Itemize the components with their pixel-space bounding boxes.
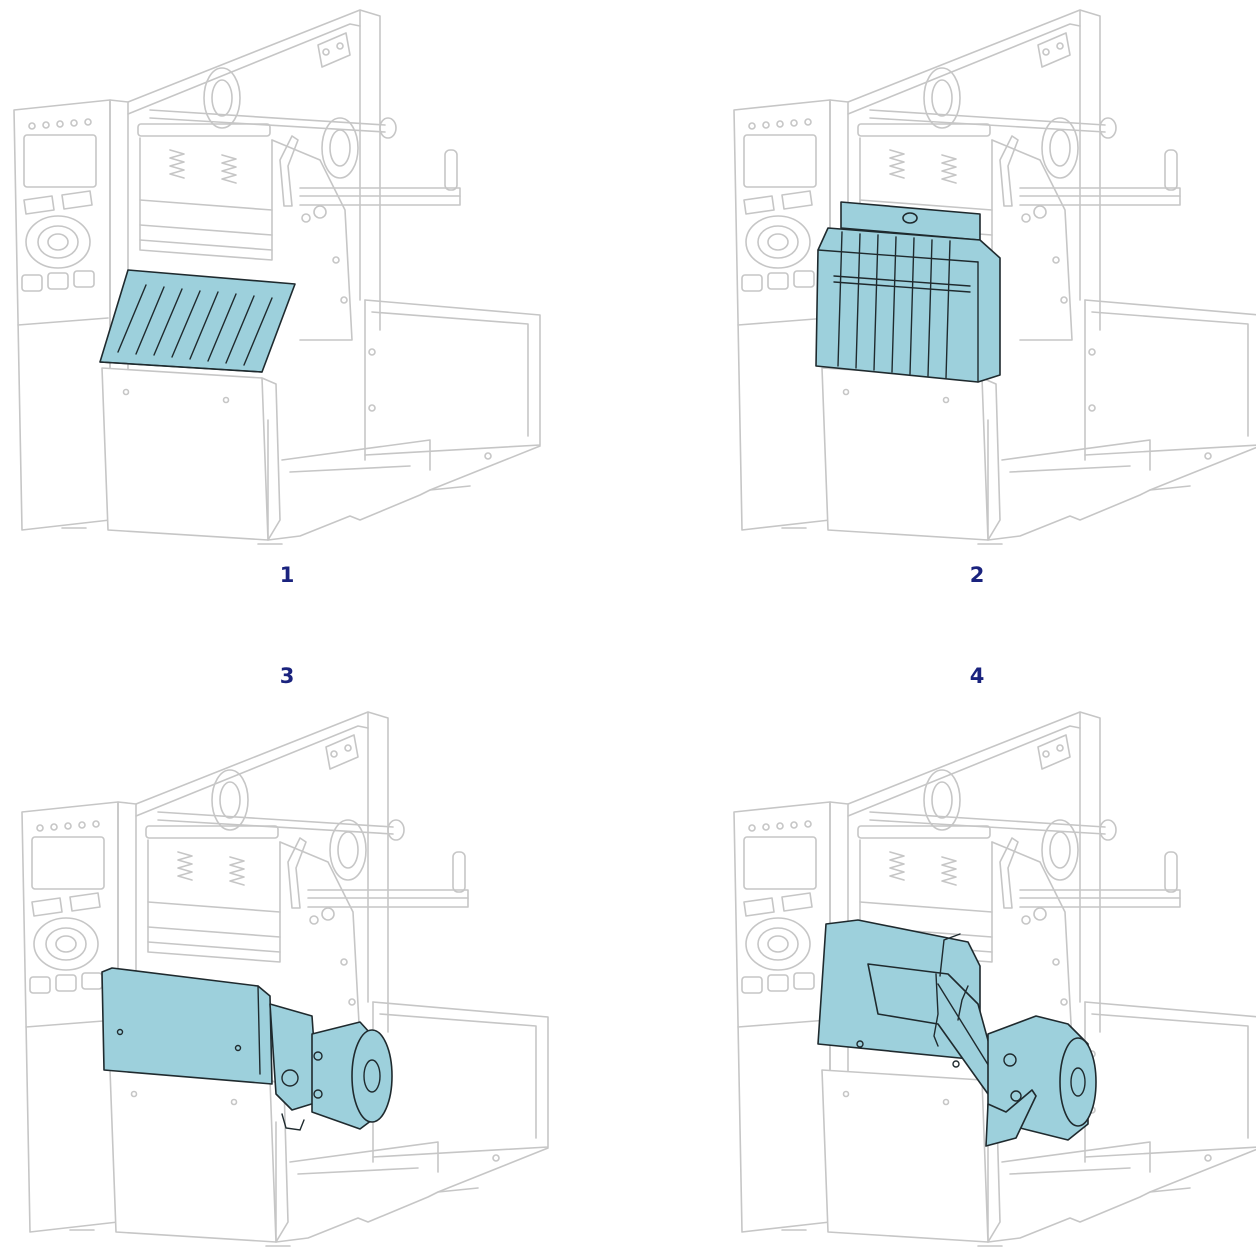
- panel-label-4: 4: [969, 664, 985, 688]
- panel-label-2: 2: [969, 563, 985, 587]
- panel-label-1: 1: [279, 563, 295, 587]
- printer-illustration-3: [21, 711, 549, 1247]
- printer-illustration-2: [733, 9, 1256, 545]
- panel-1: 1: [0, 0, 628, 623]
- printer-illustration-4: [733, 711, 1256, 1247]
- panel-3: 3: [0, 624, 628, 1247]
- cutter-part: [815, 201, 1001, 383]
- peel-off-part: [817, 919, 1097, 1147]
- rewinder-part: [101, 967, 393, 1131]
- panel-label-3: 3: [279, 664, 295, 688]
- panel-2: 2: [628, 0, 1256, 623]
- tear-off-bar-part: [99, 269, 296, 373]
- printer-illustration-1: [13, 9, 541, 545]
- panel-4: 4: [628, 624, 1256, 1247]
